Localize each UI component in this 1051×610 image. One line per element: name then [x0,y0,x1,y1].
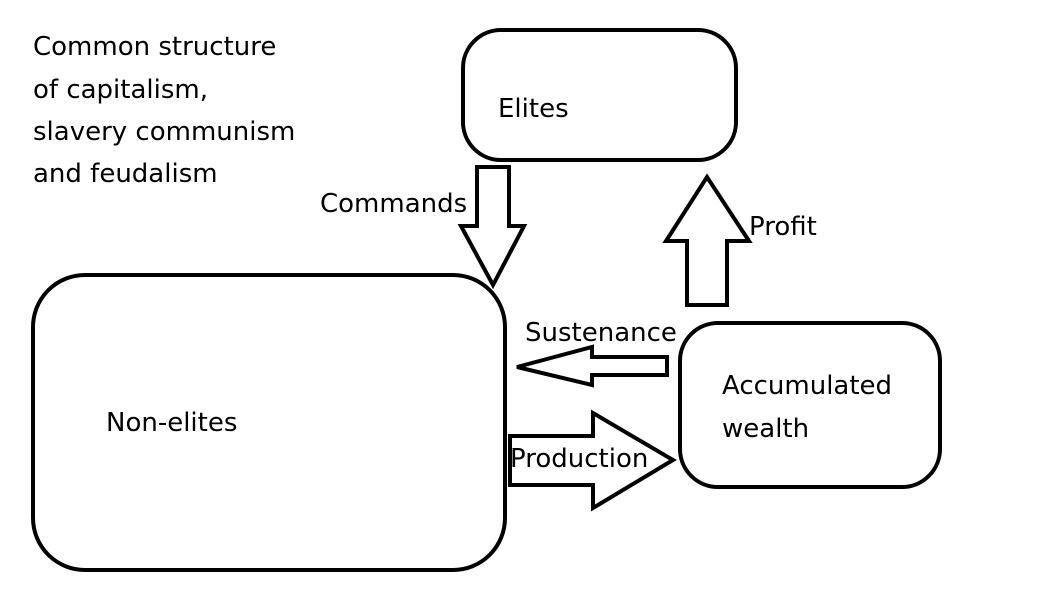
elites-box[interactable] [461,28,738,162]
commands-label: Commands [320,189,468,219]
accumulated-wealth-label-line-2: wealth [722,414,810,444]
diagram-title-line-1: Common structure [33,32,277,62]
non-elites-box[interactable] [31,273,507,572]
sustenance-arrow [516,344,669,388]
commands-arrow [457,165,528,290]
sustenance-label: Sustenance [525,318,677,348]
diagram-title-line-4: and feudalism [33,159,218,189]
diagram-title-line-3: slavery communism [33,117,296,147]
profit-arrow [662,173,753,307]
elites-label: Elites [498,94,569,124]
profit-label: Profit [749,212,817,242]
accumulated-wealth-box[interactable] [678,321,942,489]
accumulated-wealth-label-line-1: Accumulated [722,371,893,401]
diagram-title-line-2: of capitalism, [33,75,208,105]
production-label: Production [510,444,649,474]
production-arrow [508,409,677,512]
non-elites-label: Non-elites [106,408,238,438]
